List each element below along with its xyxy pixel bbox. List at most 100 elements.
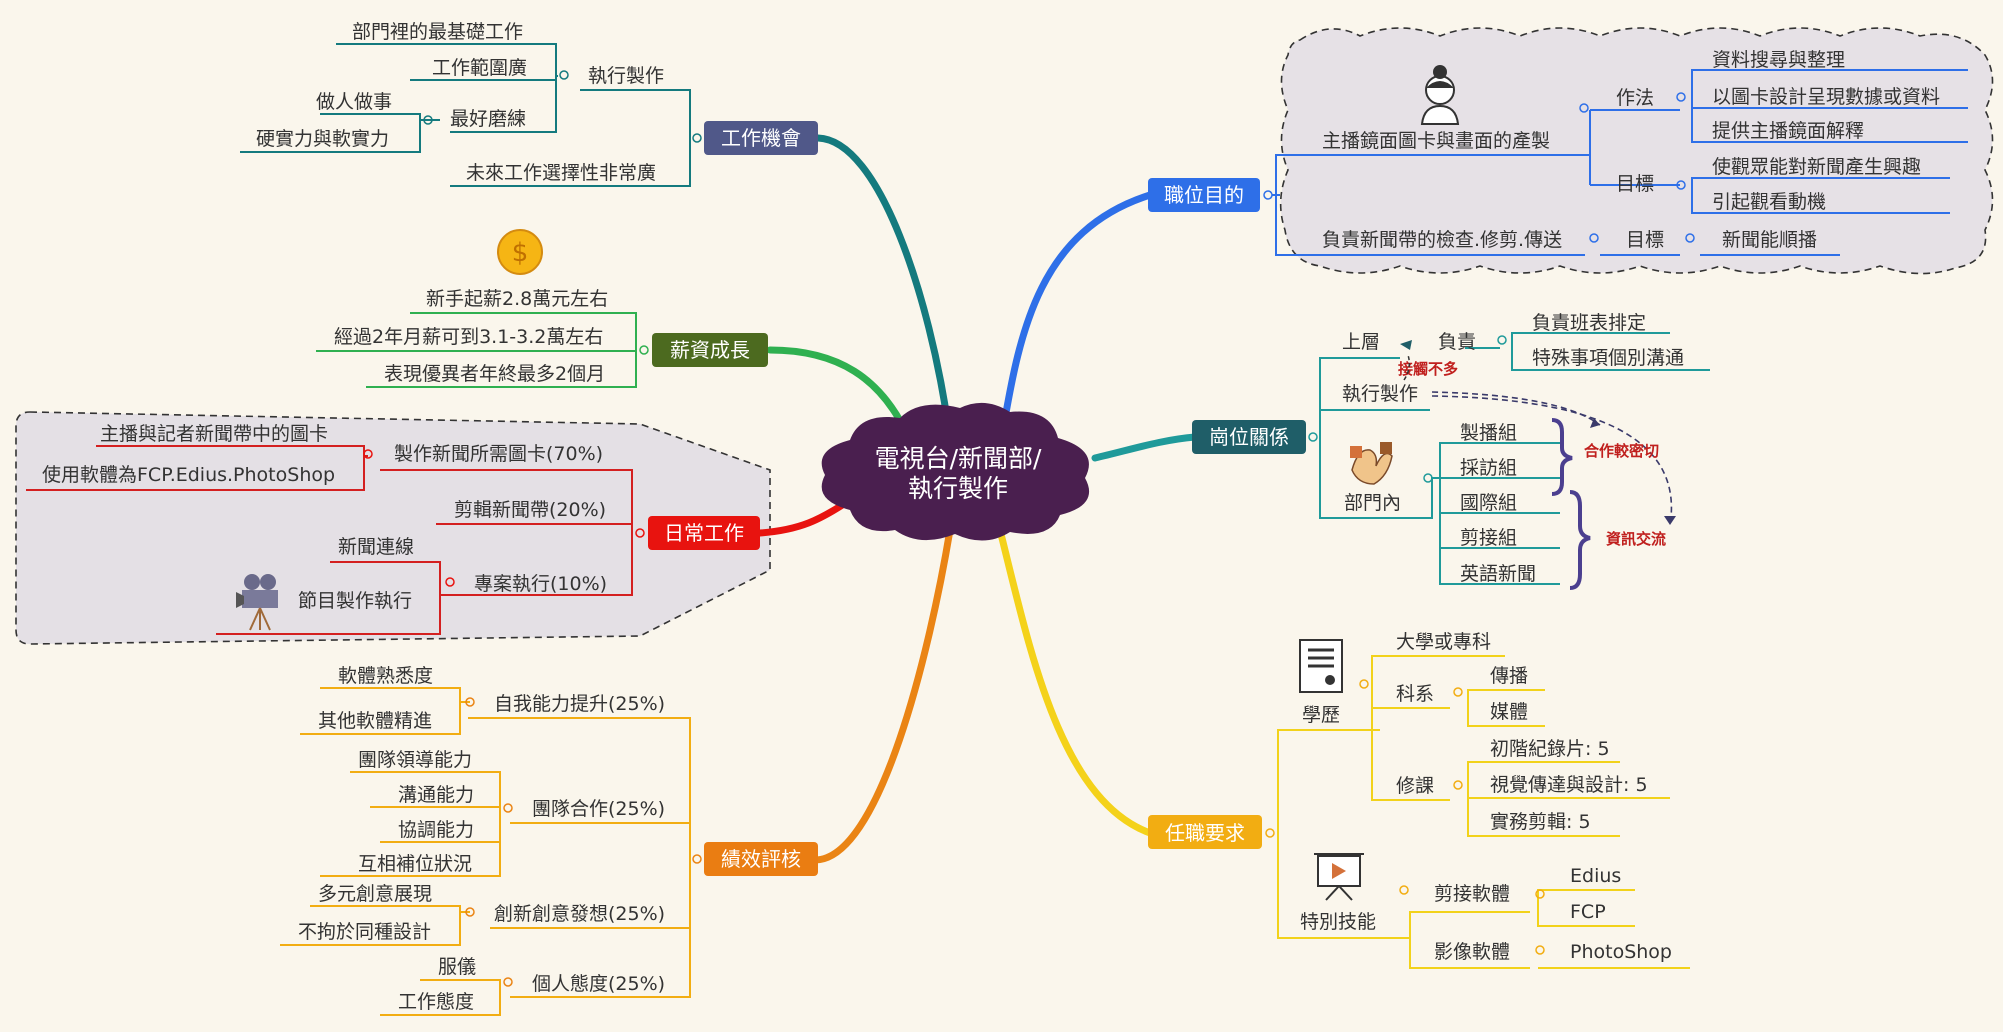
method-item-3[interactable]: 提供主播鏡面解釋 [1712, 120, 1864, 142]
internal-item-3[interactable]: 國際組 [1460, 492, 1517, 514]
branch-job-purpose: 職位目的 主播鏡面圖卡與畫面的產製 作法 資料搜尋與整理 以圖卡設計呈現數據或資… [1148, 49, 1968, 256]
job-purpose-node[interactable] [1148, 178, 1260, 212]
curve-salary [766, 346, 909, 434]
team-item-4[interactable]: 互相補位狀況 [358, 853, 472, 875]
job-purpose-item1-label[interactable]: 主播鏡面圖卡與畫面的產製 [1322, 130, 1550, 152]
performance-label: 績效評核 [721, 847, 801, 871]
goal-label-1[interactable]: 目標 [1616, 173, 1654, 195]
team-item-2[interactable]: 溝通能力 [398, 784, 474, 806]
internal-label[interactable]: 部門內 [1344, 492, 1401, 514]
relations-node[interactable] [1192, 420, 1306, 454]
curve-opportunity [814, 134, 952, 429]
little-contact-note: 接觸不多 [1398, 360, 1458, 378]
salary-item-1[interactable]: 新手起薪2.8萬元左右 [426, 288, 608, 310]
card-item-1[interactable]: 主播與記者新聞帶中的圖卡 [100, 423, 328, 445]
internal-item-5[interactable]: 英語新聞 [1460, 563, 1536, 585]
salary-label: 薪資成長 [670, 338, 750, 362]
info-exchange-note: 資訊交流 [1606, 530, 1666, 548]
project-item-1[interactable]: 新聞連線 [338, 536, 414, 558]
creative-label[interactable]: 創新創意發想(25%) [494, 903, 665, 925]
opportunity-exec-label[interactable]: 執行製作 [588, 65, 664, 87]
degree-label[interactable]: 大學或專科 [1396, 631, 1491, 653]
requirements-node[interactable] [1148, 815, 1262, 849]
opportunity-label: 工作機會 [721, 126, 801, 150]
team-item-1[interactable]: 團隊領導能力 [358, 749, 472, 771]
duty-item-2[interactable]: 特殊事項個別溝通 [1532, 347, 1684, 369]
dept-item-2[interactable]: 媒體 [1490, 701, 1528, 723]
curve-requirements [996, 526, 1154, 837]
internal-item-1[interactable]: 製播組 [1460, 422, 1517, 444]
image-item-1[interactable]: PhotoShop [1570, 941, 1672, 963]
self-item-2[interactable]: 其他軟體精進 [318, 710, 432, 732]
branch-daily-work: 日常工作 製作新聞所需圖卡(70%) 主播與記者新聞帶中的圖卡 使用軟體為FCP… [26, 423, 760, 635]
creative-item-1[interactable]: 多元創意展現 [318, 883, 432, 905]
team-item-3[interactable]: 協調能力 [398, 819, 474, 841]
project-label[interactable]: 專案執行(10%) [474, 573, 607, 595]
collapse-toggle[interactable] [1263, 190, 1273, 200]
train-item-1[interactable]: 做人做事 [316, 91, 392, 113]
duty-item-1[interactable]: 負責班表排定 [1532, 312, 1646, 334]
course-item-2[interactable]: 視覺傳達與設計: 5 [1490, 774, 1648, 796]
dept-label[interactable]: 科系 [1396, 683, 1434, 705]
project-item-2[interactable]: 節目製作執行 [298, 590, 412, 612]
goal-label-2[interactable]: 目標 [1626, 229, 1664, 251]
course-item-3[interactable]: 實務剪輯: 5 [1490, 811, 1591, 833]
internal-item-2[interactable]: 採訪組 [1460, 457, 1517, 479]
job-purpose-item2-label[interactable]: 負責新聞帶的檢查.修剪.傳送 [1322, 229, 1562, 251]
opportunity-exec-item-2[interactable]: 工作範圍廣 [432, 57, 527, 79]
goal-item-2[interactable]: 引起觀看動機 [1712, 191, 1826, 213]
course-item-1[interactable]: 初階紀錄片: 5 [1490, 738, 1610, 760]
opportunity-node[interactable] [704, 121, 818, 155]
branch-opportunity: 工作機會 執行製作 部門裡的最基礎工作 工作範圍廣 最好磨練 做人做事 硬實力與… [240, 21, 818, 187]
attitude-item-1[interactable]: 服儀 [438, 956, 476, 978]
dollar-coin-icon: $ [497, 229, 543, 275]
video-camera-icon [236, 574, 278, 631]
self-improve-label[interactable]: 自我能力提升(25%) [494, 693, 665, 715]
attitude-label[interactable]: 個人態度(25%) [532, 973, 665, 995]
team-label[interactable]: 團隊合作(25%) [532, 798, 665, 820]
central-topic-line1: 電視台/新聞部/ [875, 444, 1042, 473]
education-label[interactable]: 學歷 [1302, 704, 1340, 726]
curve-relations [1091, 433, 1199, 462]
editing-item-2[interactable]: FCP [1570, 901, 1606, 923]
self-label[interactable]: 執行製作 [1342, 383, 1418, 405]
courses-label[interactable]: 修課 [1396, 775, 1434, 797]
goal-item-1[interactable]: 使觀眾能對新聞產生興趣 [1712, 156, 1921, 178]
skills-label[interactable]: 特別技能 [1300, 911, 1376, 933]
curve-job-purpose [999, 191, 1154, 434]
creative-item-2[interactable]: 不拘於同種設計 [298, 921, 431, 943]
editing-software-label[interactable]: 剪接軟體 [1434, 883, 1510, 905]
method-label[interactable]: 作法 [1616, 87, 1654, 109]
central-topic[interactable]: 電視台/新聞部/ 執行製作 [821, 402, 1090, 541]
arrow-icon [1400, 340, 1412, 350]
attitude-item-2[interactable]: 工作態度 [398, 991, 474, 1013]
method-item-2[interactable]: 以圖卡設計呈現數據或資料 [1712, 86, 1940, 108]
branch-relations: 崗位關係 上層 負責 負責班表排定 特殊事項個別溝通 接觸不多 執行製作 部門內 [1192, 312, 1710, 590]
superior-label[interactable]: 上層 [1342, 331, 1380, 353]
close-coop-note: 合作較密切 [1583, 442, 1659, 460]
self-item-1[interactable]: 軟體熟悉度 [338, 665, 433, 687]
card-item-2[interactable]: 使用軟體為FCP.Edius.PhotoShop [42, 464, 335, 486]
dept-item-1[interactable]: 傳播 [1490, 665, 1528, 687]
train-item-2[interactable]: 硬實力與軟實力 [256, 128, 389, 150]
editing-item-1[interactable]: Edius [1570, 865, 1621, 887]
card-label[interactable]: 製作新聞所需圖卡(70%) [394, 443, 603, 465]
edit-label[interactable]: 剪輯新聞帶(20%) [454, 499, 606, 521]
internal-item-4[interactable]: 剪接組 [1460, 527, 1517, 549]
opportunity-exec-item-1[interactable]: 部門裡的最基礎工作 [352, 21, 523, 43]
train-label[interactable]: 最好磨練 [450, 108, 526, 130]
salary-item-3[interactable]: 表現優異者年終最多2個月 [384, 363, 605, 385]
salary-node[interactable] [652, 333, 768, 367]
goal-item-smooth[interactable]: 新聞能順播 [1722, 229, 1817, 251]
performance-node[interactable] [704, 842, 818, 876]
branch-performance: 績效評核 自我能力提升(25%) 軟體熟悉度 其他軟體精進 團隊合作(25%) … [280, 665, 818, 1016]
duty-label[interactable]: 負責 [1438, 331, 1476, 353]
central-topic-line2: 執行製作 [908, 474, 1008, 503]
method-item-1[interactable]: 資料搜尋與整理 [1712, 49, 1845, 71]
future-label[interactable]: 未來工作選擇性非常廣 [466, 162, 656, 184]
video-play-icon [1314, 853, 1364, 901]
salary-item-2[interactable]: 經過2年月薪可到3.1-3.2萬左右 [334, 326, 603, 348]
image-software-label[interactable]: 影像軟體 [1434, 941, 1510, 963]
daily-work-node[interactable] [648, 516, 760, 550]
